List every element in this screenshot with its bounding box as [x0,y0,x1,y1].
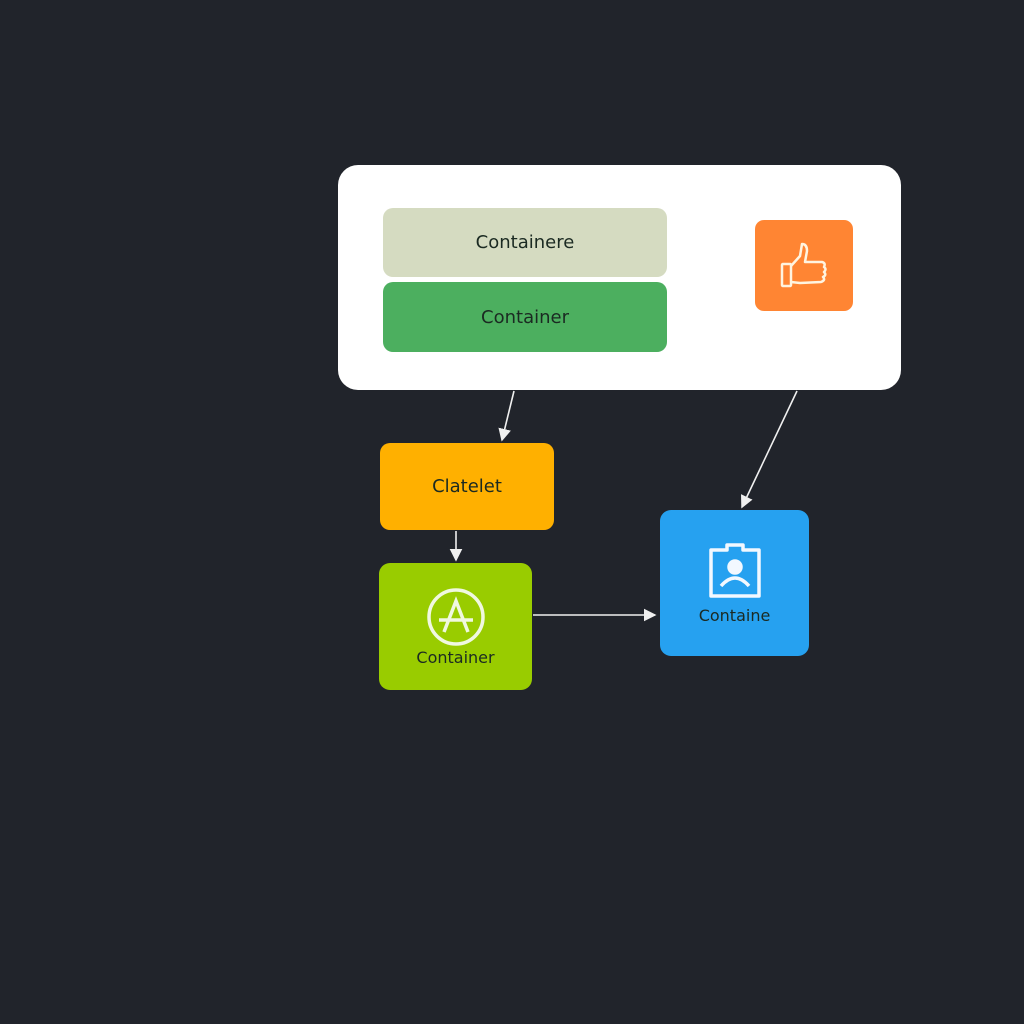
arrow-card-to-blue [741,390,798,509]
node-clatelet[interactable]: Clatelet [380,443,554,530]
node-label: Container [481,306,569,328]
thumbs-up-icon [780,242,827,287]
node-containere[interactable]: Containere [383,208,667,277]
node-containe[interactable]: Containe [660,510,809,656]
node-container-app[interactable]: Containe​r [379,563,532,690]
node-thumb[interactable] [755,220,853,311]
node-container[interactable]: Container [383,282,667,352]
contact-badge-icon [708,542,761,598]
node-label: Containere [475,232,575,253]
node-label: Clatelet [432,476,502,497]
arrow-card-to-clatelet [498,390,515,442]
app-store-icon [426,588,485,646]
node-label: Containe [698,605,771,625]
node-label: Containe​r [416,648,495,667]
